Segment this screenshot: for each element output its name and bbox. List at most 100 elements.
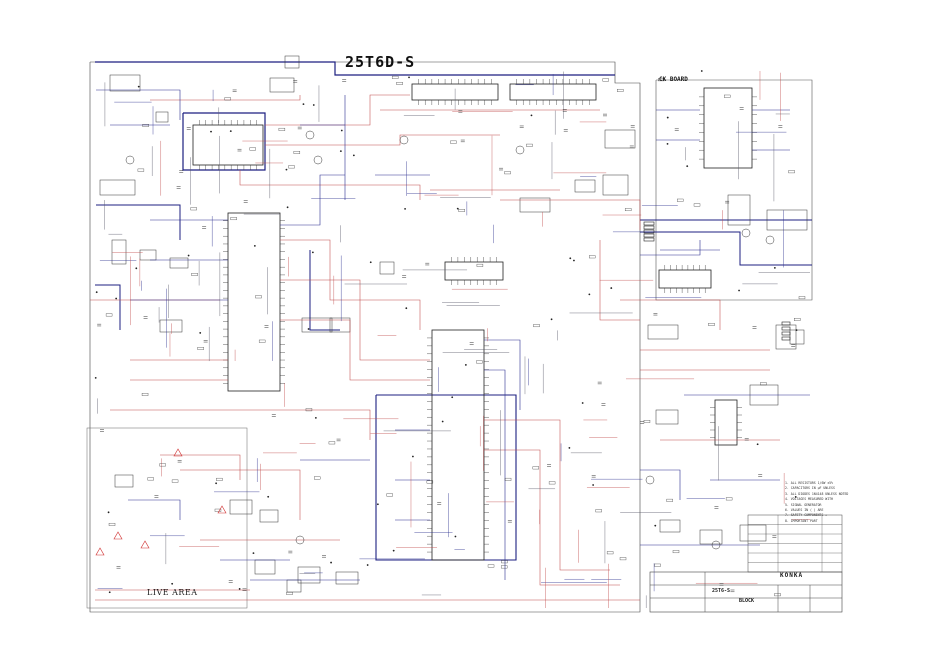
component-box — [169, 257, 189, 269]
resistor — [487, 564, 495, 568]
junction-dot — [94, 376, 97, 379]
junction-dot — [756, 443, 759, 446]
note-line: 7. SAFETY COMPONENTS ⚠ — [785, 513, 828, 518]
component-box — [254, 559, 276, 575]
junction-dot — [253, 244, 256, 247]
junction-dot — [369, 261, 372, 264]
junction-dot — [550, 318, 553, 321]
resistor — [305, 408, 313, 412]
connector-pin — [643, 221, 655, 226]
resistor — [724, 94, 731, 98]
resistor — [278, 127, 286, 131]
resistor — [224, 97, 231, 101]
connector-pin — [643, 225, 655, 230]
component-box — [574, 179, 596, 193]
junction-dot — [238, 588, 241, 590]
resistor — [230, 217, 237, 221]
resistor — [788, 170, 795, 174]
junction-dot — [229, 130, 232, 133]
ic-ck-board — [703, 87, 753, 169]
resistor — [774, 593, 781, 597]
component-box — [659, 519, 681, 533]
transistor — [741, 228, 751, 238]
resistor — [142, 124, 149, 127]
transistor — [313, 155, 323, 165]
connector-pin — [781, 321, 791, 326]
resistor — [255, 295, 262, 299]
wire-blue — [640, 240, 701, 256]
component-box — [655, 409, 679, 425]
junction-dot — [610, 287, 613, 289]
junction-dot — [302, 103, 305, 106]
connector-pin — [643, 233, 655, 238]
junction-dot — [215, 482, 218, 485]
resistor — [386, 493, 393, 497]
component-box — [159, 319, 183, 333]
ic-ck-connector — [658, 269, 712, 289]
warning-triangle — [173, 448, 183, 457]
junction-dot — [312, 104, 315, 106]
component-box — [604, 129, 636, 149]
component-box — [297, 566, 321, 584]
resistor — [450, 140, 457, 144]
resistor — [606, 551, 614, 555]
resistor — [532, 466, 540, 470]
wire-blue — [484, 369, 506, 580]
junction-dot — [286, 206, 289, 209]
resistor — [105, 313, 113, 317]
resistor — [391, 75, 399, 79]
note-line: 2. CAPACITORS IN μF UNLESS — [785, 486, 835, 491]
junction-dot — [441, 420, 444, 423]
wire-blue — [484, 339, 521, 410]
wire-red — [150, 95, 301, 101]
junction-dot — [573, 259, 575, 262]
live-area-label: LIVE AREA — [147, 588, 198, 597]
junction-dot — [307, 328, 310, 330]
junction-dot — [404, 207, 406, 210]
transistor — [295, 535, 305, 545]
component-box — [139, 249, 157, 261]
bus-trace — [640, 231, 812, 266]
note-line: 4. VOLTAGES MEASURED WITH — [785, 497, 833, 502]
component-box — [766, 209, 808, 231]
resistor — [190, 207, 197, 211]
title-block-company: KONKA — [780, 572, 804, 579]
note-line: 5. SIGNAL GENERATOR — [785, 502, 822, 507]
junction-dot — [311, 251, 314, 254]
resistor — [108, 522, 116, 526]
wire-red — [180, 469, 301, 520]
junction-dot — [107, 511, 110, 514]
component-box — [109, 74, 141, 92]
junction-dot — [252, 552, 255, 555]
component-box — [111, 239, 127, 265]
resistor — [617, 88, 624, 92]
junction-dot — [451, 396, 454, 399]
resistor — [595, 509, 602, 513]
resistor — [458, 209, 465, 212]
live-area-outline — [86, 427, 248, 609]
resistor — [328, 441, 336, 445]
transistor — [125, 155, 135, 165]
junction-dot — [454, 535, 457, 538]
junction-dot — [456, 207, 459, 210]
bus-trace — [375, 394, 517, 561]
wire-red — [280, 279, 430, 361]
note-line: 3. ALL DIODES 1N4148 UNLESS NOTED — [785, 491, 849, 496]
bus-trace — [96, 204, 181, 240]
junction-dot — [108, 591, 111, 594]
component-box — [301, 317, 333, 333]
junction-dot — [115, 297, 118, 300]
warning-triangle — [217, 505, 227, 514]
resistor — [548, 481, 556, 485]
junction-dot — [267, 495, 270, 498]
resistor — [693, 203, 701, 207]
resistor — [708, 323, 715, 326]
transistor — [515, 145, 525, 155]
resistor — [504, 477, 512, 481]
resistor — [798, 296, 806, 300]
resistor — [619, 557, 627, 561]
component-box — [229, 499, 253, 515]
resistor — [293, 151, 301, 154]
